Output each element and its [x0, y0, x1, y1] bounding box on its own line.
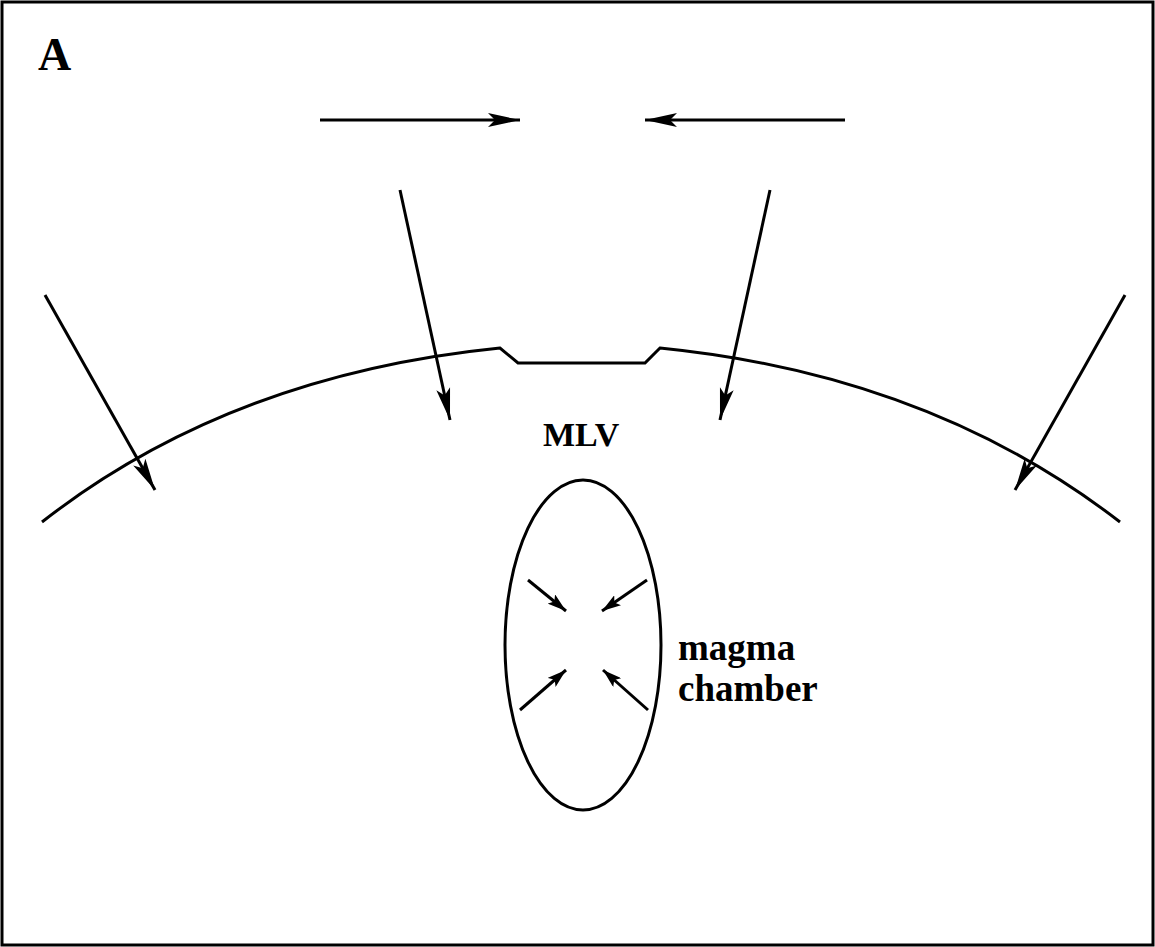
volcano-surface — [42, 348, 1120, 522]
stress-arrow — [720, 190, 770, 420]
magma-chamber-outline — [505, 480, 661, 810]
contraction-arrow — [603, 670, 648, 710]
region-label: MLV — [543, 416, 619, 453]
contraction-arrow — [520, 670, 566, 710]
stress-arrow — [45, 295, 155, 490]
contraction-arrow — [602, 580, 647, 611]
stress-arrow — [1015, 295, 1125, 490]
stress-arrow — [400, 190, 450, 420]
panel-letter: A — [38, 30, 71, 81]
stress-arrow — [320, 119, 520, 122]
stress-arrow — [645, 119, 845, 122]
contraction-arrow — [528, 580, 566, 611]
chamber-label: magma chamber — [678, 628, 858, 709]
